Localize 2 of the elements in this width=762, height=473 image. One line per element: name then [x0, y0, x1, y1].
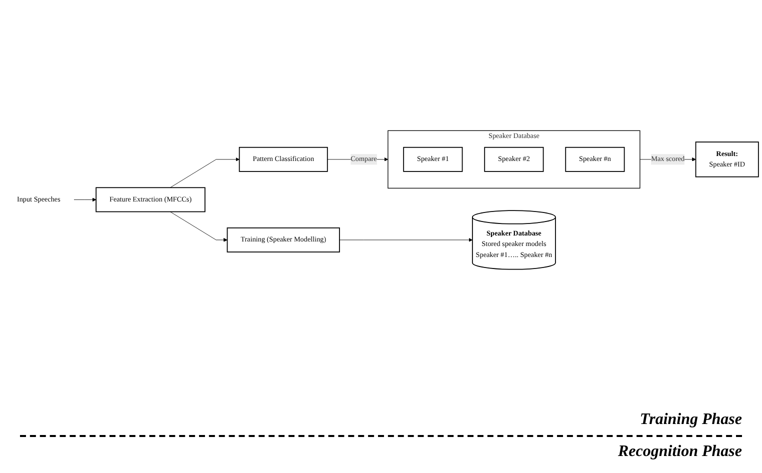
- phase-label: Recognition Phase: [618, 443, 742, 461]
- phase-label: Training Phase: [640, 411, 742, 429]
